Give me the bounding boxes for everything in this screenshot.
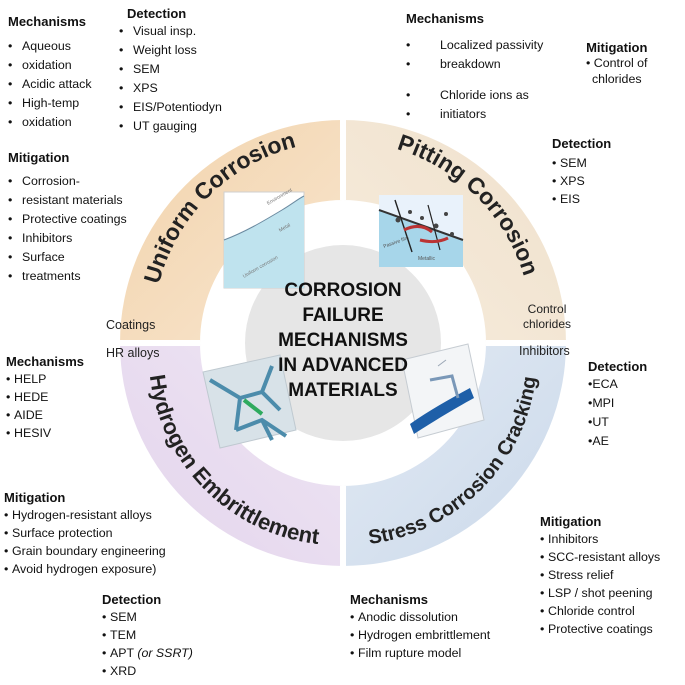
list-item: HESIV (6, 424, 84, 442)
list-item: Grain boundary engineering (4, 542, 166, 560)
list-item: Localized passivity (406, 36, 543, 55)
list-item: Protective coatings (8, 210, 127, 229)
list-item: Avoid hydrogen exposure) (4, 560, 166, 578)
section-title: Detection (102, 592, 162, 607)
hydrogen-detection: Detection SEM TEM APT (or SSRT) XRD (102, 592, 193, 680)
hydrogen-mitigation: Mitigation Hydrogen-resistant alloys Sur… (4, 490, 166, 578)
uniform-detection: Detection Visual insp. Weight loss SEM X… (119, 6, 222, 136)
list-item: Film rupture model (350, 644, 490, 662)
list-item: XRD (102, 662, 193, 680)
list-item: Aqueous (8, 37, 92, 56)
section-title: Mitigation (4, 490, 66, 505)
control-chlorides-label: Control chlorides (523, 302, 571, 332)
list-item: Protective coatings (540, 620, 660, 638)
list-item: AIDE (6, 406, 84, 424)
list-item: APT (or SSRT) (102, 644, 193, 662)
list-item: SEM (552, 154, 611, 172)
section-title: Detection (127, 6, 187, 21)
pitting-corrosion-image: Passive film Metallic (378, 195, 464, 267)
list-item: HEDE (6, 388, 84, 406)
section-title: Mitigation (8, 150, 70, 165)
coatings-label: Coatings (106, 318, 156, 332)
list-item: Chloride ions as (406, 86, 543, 105)
list-item: Chloride control (540, 602, 660, 620)
list-item: EIS (552, 190, 611, 208)
list-item: Hydrogen embrittlement (350, 626, 490, 644)
list-item: LSP / shot peening (540, 584, 660, 602)
list-item: SEM (119, 60, 222, 79)
section-title: Detection (588, 359, 648, 374)
ring-label-line: Control (527, 302, 567, 316)
hydrogen-quadrant (120, 343, 343, 566)
section-title: Mitigation (540, 514, 602, 529)
hydrogen-mechanisms: Mechanisms HELP HEDE AIDE HESIV (6, 354, 84, 442)
list-item: Anodic dissolution (350, 608, 490, 626)
uniform-corrosion-image: Environment Metal Uniform corrosion (223, 187, 305, 289)
section-title: Detection (552, 136, 612, 151)
list-continuation: breakdown (406, 55, 543, 74)
hydrogen-embrittlement-image (202, 354, 297, 449)
center-title-line: CORROSION (284, 280, 402, 301)
ring-label-line: chlorides (523, 317, 572, 331)
list-continuation: treatments (8, 267, 127, 286)
hr-alloys-label: HR alloys (106, 346, 160, 360)
pitting-mechanisms: Mechanisms Localized passivity breakdown… (406, 11, 543, 124)
mitigation-line: • Control of (586, 56, 648, 70)
list-item: •UT (588, 415, 609, 429)
inhibitors-label: Inhibitors (519, 344, 570, 358)
list-item: Stress relief (540, 566, 660, 584)
list-item: High-temp (8, 94, 92, 113)
center-title-line: MATERIALS (288, 380, 398, 401)
scc-detection: Detection •ECA •MPI •UT •AE (588, 359, 647, 451)
center-title: CORROSION FAILURE MECHANISMS IN ADVANCED… (244, 278, 442, 403)
list-item: Surface protection (4, 524, 166, 542)
center-title-line: FAILURE (302, 305, 384, 326)
list-item: Weight loss (119, 41, 222, 60)
uniform-mitigation: Mitigation Corrosion- resistant material… (8, 150, 127, 286)
list-item: •AE (588, 434, 609, 448)
scc-quadrant (343, 343, 566, 566)
center-title-line: IN ADVANCED (278, 355, 408, 376)
scc-detection-list: •ECA •MPI •UT •AE (588, 375, 647, 451)
list-item: Surface (8, 248, 127, 267)
center-disc (241, 241, 445, 445)
list-item: UT gauging (119, 117, 222, 136)
uniform-mechanisms: Mechanisms Aqueous oxidation Acidic atta… (8, 14, 92, 132)
scc-mitigation: Mitigation Inhibitors SCC-resistant allo… (540, 514, 660, 638)
list-item: Inhibitors (540, 530, 660, 548)
list-continuation: oxidation (8, 113, 92, 132)
list-item: Corrosion- (8, 172, 127, 191)
pitting-detection: Detection SEM XPS EIS (552, 136, 611, 208)
list-item: XPS (119, 79, 222, 98)
svg-text:Metal: Metal (278, 222, 292, 233)
section-title: Mechanisms (406, 11, 485, 26)
list-item: TEM (102, 626, 193, 644)
list-item: XPS (552, 172, 611, 190)
list-item: SEM (102, 608, 193, 626)
scc-mechanisms: Mechanisms Anodic dissolution Hydrogen e… (350, 592, 490, 662)
list-item: •MPI (588, 396, 615, 410)
list-item: Hydrogen-resistant alloys (4, 506, 166, 524)
list-item: •ECA (588, 377, 618, 391)
list-item: EIS/Potentiodyn (119, 98, 222, 117)
list-item: Visual insp. (119, 22, 222, 41)
list-item: HELP (6, 370, 84, 388)
list-item: SCC-resistant alloys (540, 548, 660, 566)
section-title: Mitigation (586, 40, 648, 55)
list-continuation: initiators (406, 105, 543, 124)
list-item: Inhibitors (8, 229, 127, 248)
mitigation-line: chlorides (591, 72, 642, 86)
center-title-line: MECHANISMS (278, 330, 408, 351)
mitigation-text: • Control of chlorides (586, 55, 648, 87)
list-continuation: resistant materials (8, 191, 127, 210)
section-title: Mechanisms (6, 354, 85, 369)
pitting-mitigation: Mitigation • Control of chlorides (586, 40, 648, 87)
scc-image (401, 343, 485, 439)
section-title: Mechanisms (8, 14, 87, 29)
section-title: Mechanisms (350, 592, 429, 607)
list-continuation: oxidation (8, 56, 92, 75)
list-item: Acidic attack (8, 75, 92, 94)
svg-text:Metallic: Metallic (418, 256, 435, 262)
